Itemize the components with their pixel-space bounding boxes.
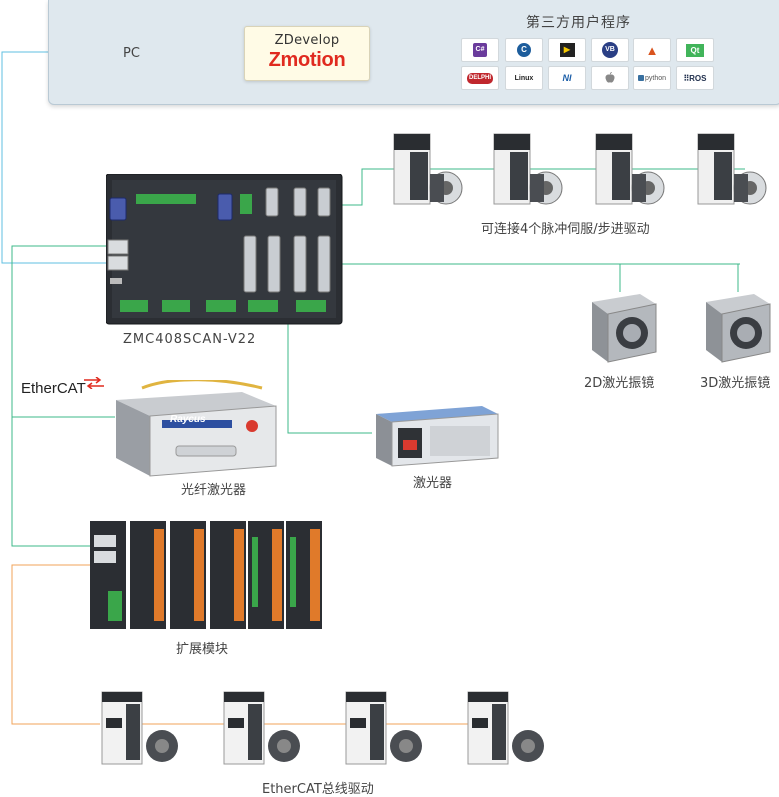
- pulse-servo-drive-1: [393, 133, 463, 205]
- galvo-2d-caption: 2D激光振镜: [584, 376, 655, 391]
- pulse-servo-drive-4: [697, 133, 767, 205]
- ethercat-arrows-icon: [84, 377, 104, 389]
- ethercat-drive-4: [467, 691, 544, 765]
- qt-icon: Qt: [676, 38, 714, 62]
- controller-device: [106, 174, 343, 325]
- ethercat-line-2: [11, 417, 92, 547]
- zdevelop-software-card: ZDevelop Zmotion: [244, 26, 370, 81]
- pulse-servo-drive-3: [595, 133, 665, 205]
- labview-icon: ▶: [548, 38, 586, 62]
- ethercat-drive-1: [101, 691, 178, 765]
- third-party-title: 第三方用户程序: [526, 15, 631, 31]
- raycus-brand: Raycus: [170, 414, 206, 425]
- galvo-3d-caption: 3D激光振镜: [700, 376, 771, 391]
- zmotion-logo: Zmotion: [268, 49, 346, 71]
- matlab-icon: ▲: [633, 38, 671, 62]
- ethercat-line-1: [11, 245, 115, 418]
- servo-group-caption: 可连接4个脉冲伺服/步进驱动: [481, 222, 650, 237]
- pulse-servo-line: [336, 168, 745, 206]
- ros-icon: ⠿ROS: [676, 66, 714, 90]
- fiber-laser-device: [116, 380, 277, 477]
- pc-ethernet-line: [1, 51, 108, 264]
- ethercat-logo-text: EtherCAT: [21, 380, 86, 397]
- ethercat-drives-caption: EtherCAT总线驱动: [262, 782, 374, 797]
- ethercat-drive-2: [223, 691, 300, 765]
- csharp-icon: C#: [461, 38, 499, 62]
- ethercat-drive-line: [11, 564, 100, 725]
- ethercat-drive-3: [345, 691, 422, 765]
- pc-label: PC: [123, 46, 140, 61]
- galvo-3d: [706, 294, 771, 363]
- galvo-2d: [592, 294, 657, 363]
- pulse-servo-drive-2: [493, 133, 563, 205]
- vb-icon: VB: [591, 38, 629, 62]
- ethercat-logo: EtherCAT: [21, 380, 86, 397]
- delphi-icon: DELPHI: [461, 66, 499, 90]
- fiber-laser-caption: 光纤激光器: [181, 483, 247, 498]
- linux-icon: Linux: [505, 66, 543, 90]
- ni-icon: NI: [548, 66, 586, 90]
- cplusplus-icon: C: [505, 38, 543, 62]
- controller-model-label: ZMC408SCAN-V22: [123, 332, 257, 347]
- laser-line: [287, 285, 372, 434]
- expansion-module-device: [90, 521, 322, 629]
- expansion-caption: 扩展模块: [176, 642, 229, 657]
- apple-icon: [591, 66, 629, 90]
- zdevelop-name: ZDevelop: [274, 33, 340, 48]
- laser-device: [376, 406, 499, 467]
- laser-caption: 激光器: [413, 476, 453, 491]
- python-icon: python: [633, 66, 671, 90]
